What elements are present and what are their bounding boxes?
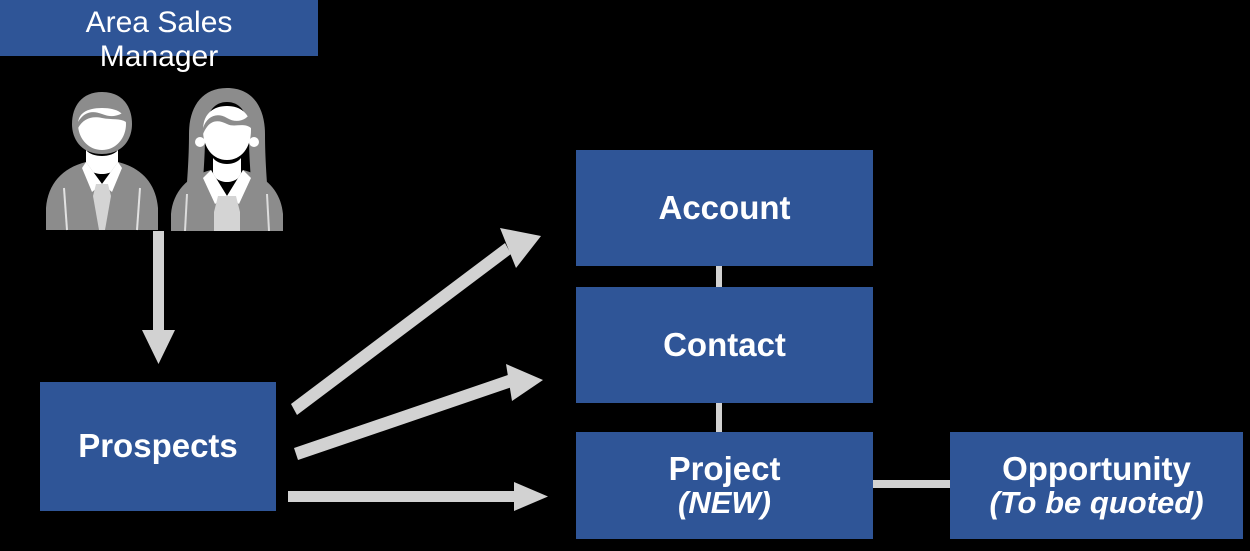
node-account[interactable]: Account bbox=[576, 150, 873, 266]
node-opportunity[interactable]: Opportunity (To be quoted) bbox=[950, 432, 1243, 539]
connector-account-contact bbox=[716, 266, 722, 288]
node-project[interactable]: Project (NEW) bbox=[576, 432, 873, 539]
connector-project-opportunity bbox=[872, 480, 951, 488]
female-sales-person-icon bbox=[171, 88, 283, 232]
node-contact[interactable]: Contact bbox=[576, 287, 873, 403]
arrow-manager-to-prospects bbox=[142, 231, 175, 364]
area-sales-manager-label: Area Sales Manager bbox=[0, 6, 318, 73]
node-account-label: Account bbox=[658, 188, 791, 226]
area-sales-manager-banner bbox=[0, 0, 318, 56]
arrow-prospects-to-account bbox=[291, 228, 541, 415]
arrow-prospects-to-project bbox=[288, 482, 548, 511]
node-prospects-label: Prospects bbox=[78, 427, 238, 465]
node-prospects[interactable]: Prospects bbox=[40, 382, 276, 511]
role-label-line1: Area Sales bbox=[85, 6, 233, 39]
node-project-sublabel: (NEW) bbox=[678, 484, 771, 520]
arrow-prospects-to-contact bbox=[294, 364, 543, 460]
node-opportunity-label: Opportunity bbox=[1002, 450, 1191, 488]
node-project-label: Project bbox=[668, 450, 781, 488]
node-contact-label: Contact bbox=[663, 325, 786, 363]
male-sales-person-icon bbox=[46, 92, 158, 231]
node-opportunity-sublabel: (To be quoted) bbox=[989, 484, 1204, 520]
connector-contact-project bbox=[716, 402, 722, 433]
role-label-line2: Manager bbox=[99, 39, 219, 73]
